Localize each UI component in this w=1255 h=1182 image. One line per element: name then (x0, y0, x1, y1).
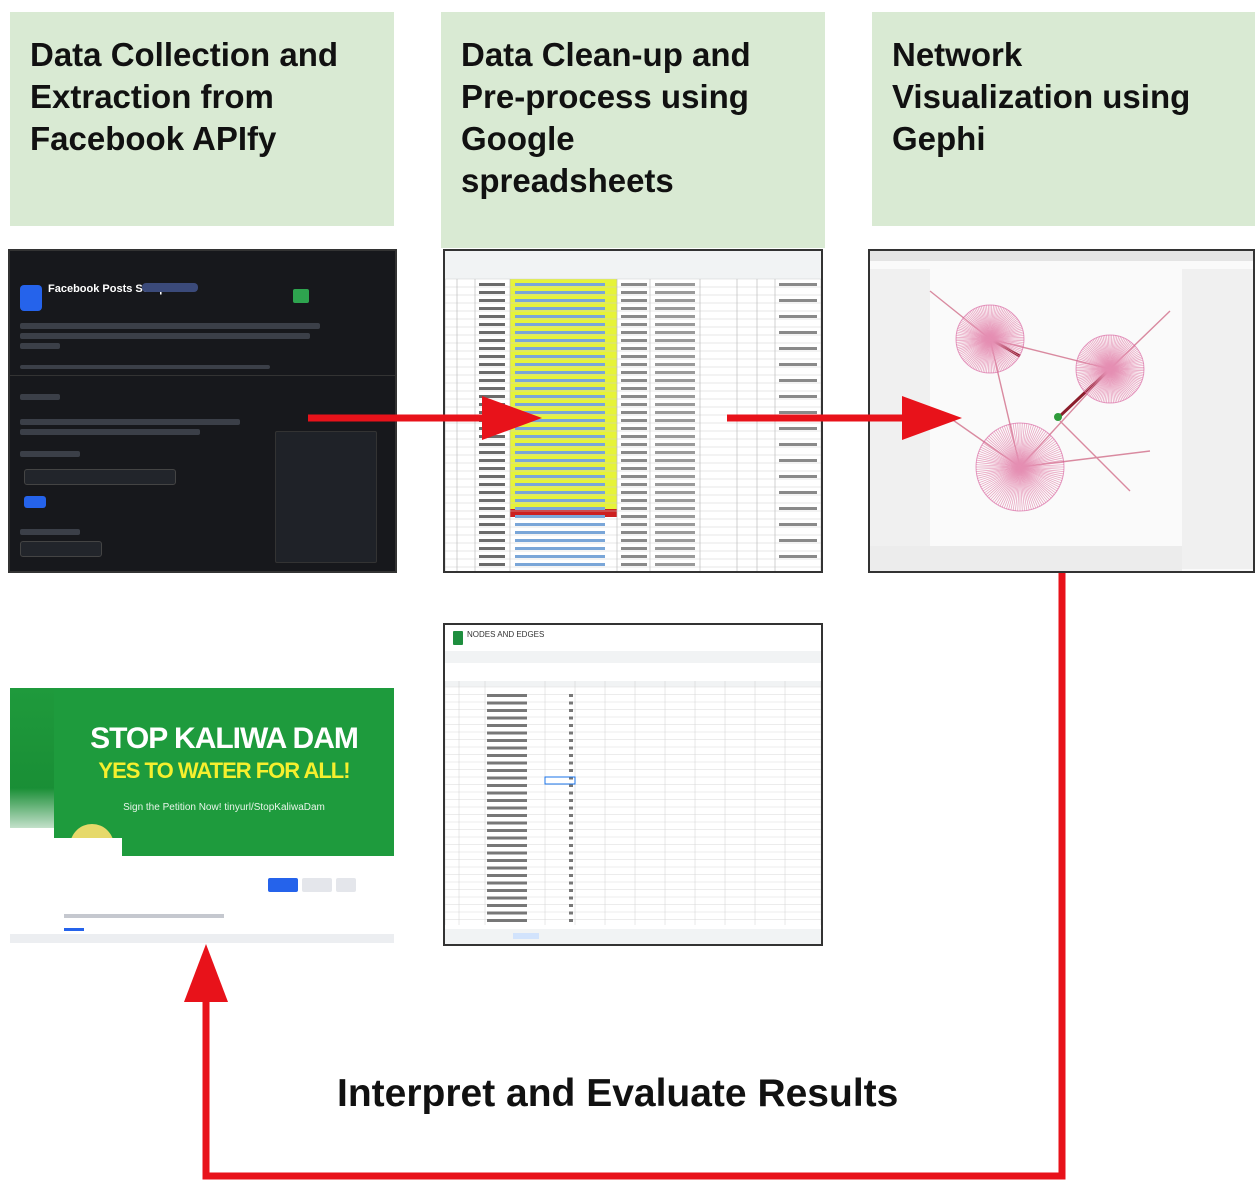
campaign-follow-button[interactable] (268, 878, 298, 892)
nodes-sheet-screenshot: NODES AND EDGES (443, 623, 823, 946)
stage-box-collect: Data Collection and Extraction from Face… (10, 12, 394, 226)
gephi-network-graph (870, 251, 1253, 571)
apify-automation-panel (275, 431, 377, 563)
campaign-subline: YES TO WATER FOR ALL! (98, 758, 350, 783)
apify-add-button[interactable] (24, 496, 46, 508)
apify-url-field[interactable] (24, 469, 176, 485)
nodes-sheet-grid (445, 651, 821, 944)
stage-box-clean: Data Clean-up and Pre-process using Goog… (441, 12, 825, 248)
campaign-screenshot: STOP KALIWA DAM YES TO WATER FOR ALL! Si… (10, 688, 394, 943)
stage-title-visualize: Network Visualization using Gephi (892, 36, 1191, 157)
apify-logo-icon (20, 285, 42, 311)
apify-badge (142, 283, 198, 292)
campaign-nav-tabs (64, 914, 224, 918)
gephi-screenshot (868, 249, 1255, 573)
results-caption: Interpret and Evaluate Results (337, 1072, 899, 1115)
campaign-petition: Sign the Petition Now! tinyurl/StopKaliw… (123, 802, 325, 813)
campaign-nav-active-tab[interactable] (64, 928, 84, 931)
campaign-headline: STOP KALIWA DAM (90, 722, 359, 755)
stage-box-visualize: Network Visualization using Gephi (872, 12, 1255, 226)
campaign-message-button[interactable] (302, 878, 332, 892)
campaign-like-button[interactable] (336, 878, 356, 892)
apify-screenshot: Facebook Posts Scraper (8, 249, 397, 573)
stage-title-clean: Data Clean-up and Pre-process using Goog… (461, 36, 751, 199)
apify-results-field[interactable] (20, 541, 102, 557)
apify-start-button[interactable] (293, 289, 309, 303)
cleaning-sheet-grid (445, 251, 821, 571)
stage-title-collect: Data Collection and Extraction from Face… (30, 36, 339, 157)
campaign-nav-divider (10, 934, 394, 943)
campaign-profile-mask (10, 838, 122, 860)
cleaning-sheet-screenshot (443, 249, 823, 573)
